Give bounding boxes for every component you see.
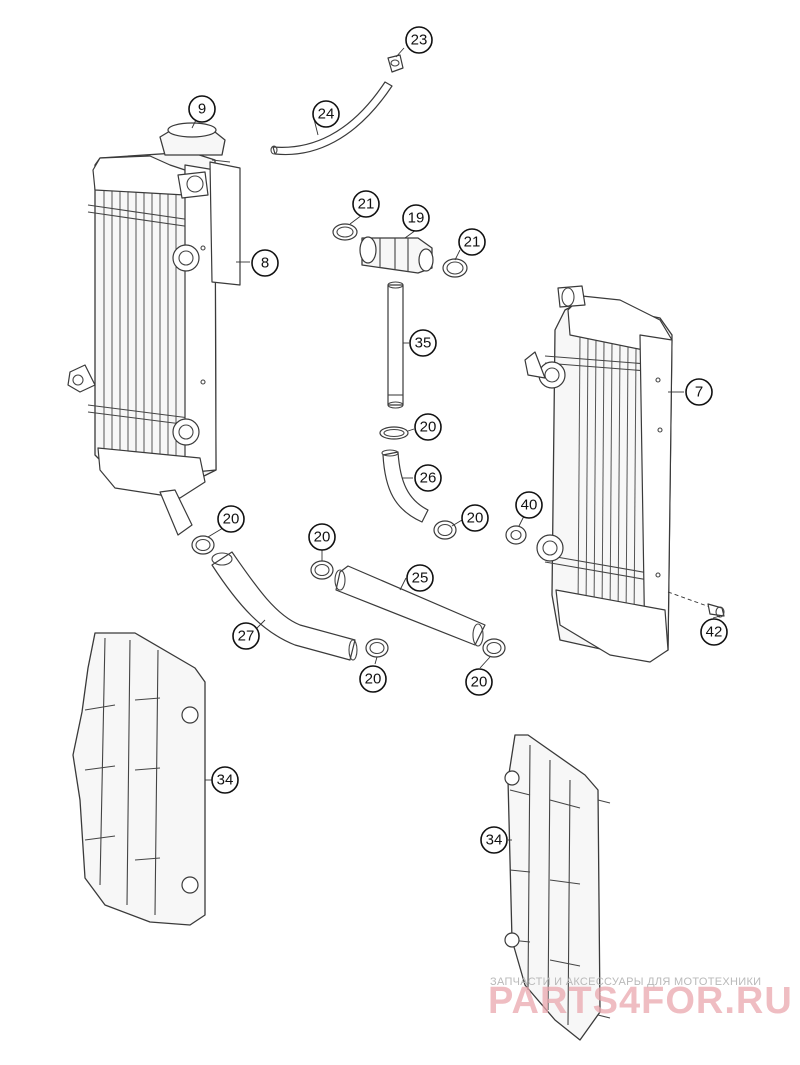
right-radiator-guard (504, 734, 611, 1041)
hose-clamp-20-mid (433, 520, 457, 540)
callout-25: 25 (406, 564, 434, 592)
callout-20-upper-label: 20 (420, 419, 437, 436)
hose-clamp-20-upper (379, 426, 409, 440)
callout-40-label: 40 (521, 497, 538, 514)
callout-21-left-label: 21 (358, 196, 375, 213)
callout-34-left: 34 (211, 766, 239, 794)
rubber-grommet (505, 525, 527, 545)
hose-clip-small (387, 54, 404, 73)
bent-hose (381, 449, 429, 523)
straight-pipe (387, 281, 404, 409)
hose-clamp-20-left-bottom (365, 638, 389, 658)
callout-19-label: 19 (408, 210, 425, 227)
callout-23: 23 (405, 26, 433, 54)
callout-20-left-top-label: 20 (223, 511, 240, 528)
hose-clamp-21-left (332, 223, 358, 241)
callout-25-label: 25 (412, 570, 429, 587)
callout-20-left-bottom-label: 20 (365, 671, 382, 688)
callout-9: 9 (188, 95, 216, 123)
callout-34-right-label: 34 (486, 832, 503, 849)
callout-19: 19 (402, 204, 430, 232)
t-connector (359, 236, 434, 274)
callout-21-left: 21 (352, 190, 380, 218)
callout-9-label: 9 (198, 101, 206, 118)
mounting-bolt (667, 591, 725, 618)
overflow-hose (270, 81, 393, 156)
callout-8-label: 8 (261, 255, 269, 272)
callout-20-right-bottom-label: 20 (471, 674, 488, 691)
radiator-cap (159, 122, 231, 163)
callout-42: 42 (700, 618, 728, 646)
left-radiator-guard (72, 632, 206, 926)
callout-24: 24 (312, 100, 340, 128)
callout-42-label: 42 (706, 624, 723, 641)
lower-hose-left (211, 551, 358, 661)
callout-27: 27 (232, 622, 260, 650)
callout-40: 40 (515, 491, 543, 519)
left-radiator (67, 151, 241, 536)
callout-34-right: 34 (480, 826, 508, 854)
callout-35: 35 (409, 329, 437, 357)
callout-20-centre-top: 20 (308, 523, 336, 551)
callout-8: 8 (251, 249, 279, 277)
callout-21-right-label: 21 (464, 234, 481, 251)
callout-27-label: 27 (238, 628, 255, 645)
callout-20-left-top: 20 (217, 505, 245, 533)
callout-21-right: 21 (458, 228, 486, 256)
callout-20-mid-label: 20 (467, 510, 484, 527)
right-radiator (524, 285, 673, 663)
hose-clamp-20-centre-top (310, 560, 334, 580)
callout-20-upper: 20 (414, 413, 442, 441)
callout-7-label: 7 (695, 384, 703, 401)
hose-clamp-20-left-top (191, 535, 215, 555)
callout-23-label: 23 (411, 32, 428, 49)
callout-26: 26 (414, 464, 442, 492)
callout-24-label: 24 (318, 106, 335, 123)
watermark: ЗАПЧАСТИ И АКСЕССУАРЫ ДЛЯ МОТОТЕХНИКИ PA… (488, 976, 793, 1022)
hose-clamp-20-right-bottom (482, 638, 506, 658)
callout-35-label: 35 (415, 335, 432, 352)
callout-20-right-bottom: 20 (465, 668, 493, 696)
watermark-brand: PARTS4FOR.RU (488, 980, 793, 1022)
callout-26-label: 26 (420, 470, 437, 487)
callout-20-centre-top-label: 20 (314, 529, 331, 546)
callout-34-left-label: 34 (217, 772, 234, 789)
watermark-tagline: ЗАПЧАСТИ И АКСЕССУАРЫ ДЛЯ МОТОТЕХНИКИ (490, 976, 761, 988)
hose-clamp-21-right (442, 258, 468, 278)
straight-hose (334, 565, 486, 647)
callout-20-mid: 20 (461, 504, 489, 532)
callout-7: 7 (685, 378, 713, 406)
callout-20-left-bottom: 20 (359, 665, 387, 693)
